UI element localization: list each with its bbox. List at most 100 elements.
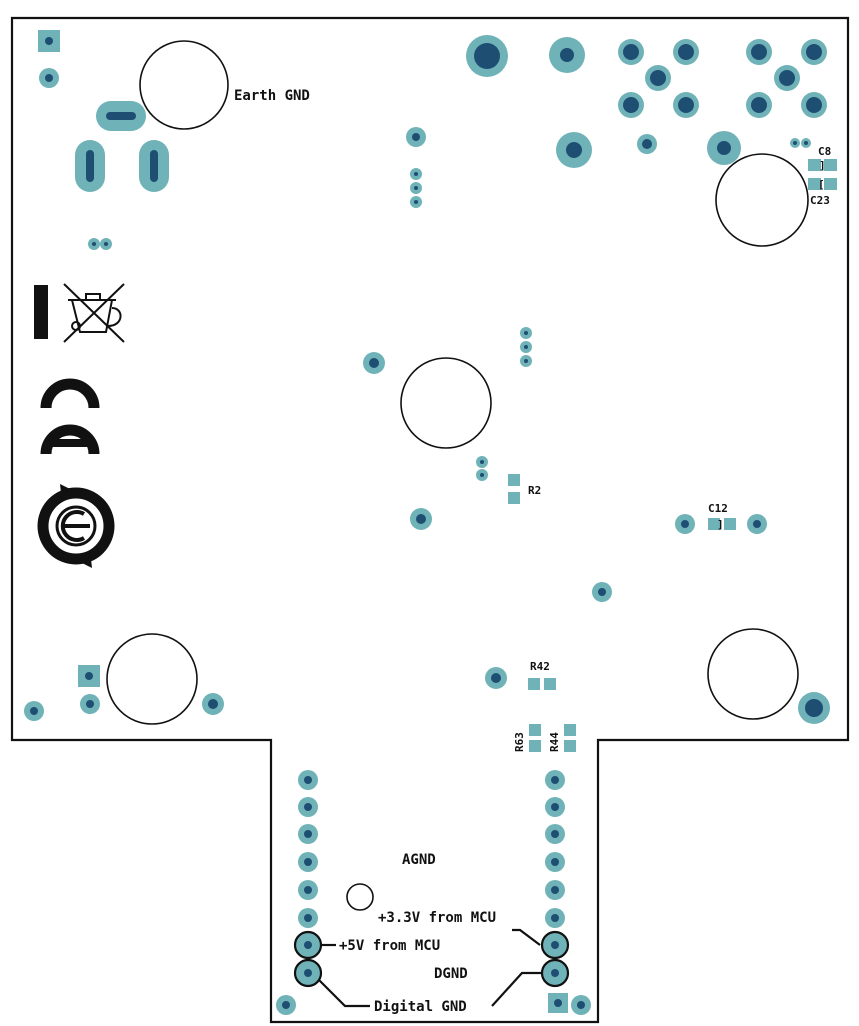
- via-drill: [92, 242, 96, 246]
- round-pads: [24, 35, 830, 1015]
- via-drill: [414, 172, 418, 176]
- label-digital-gnd: Digital GND: [374, 999, 467, 1015]
- label-r44: R44: [548, 732, 561, 752]
- via-drill: [104, 242, 108, 246]
- label-agnd: AGND: [402, 852, 436, 868]
- recycling-e-icon: [37, 484, 115, 568]
- mounting-hole-small: [346, 883, 374, 911]
- via-drill: [524, 345, 528, 349]
- c12-marker: ]: [717, 518, 724, 531]
- r42-pad: [544, 678, 556, 690]
- via-drill: [717, 141, 731, 155]
- via-drill: [45, 74, 53, 82]
- pad-drill: [85, 672, 93, 680]
- via-drill: [412, 133, 420, 141]
- via-drill: [681, 520, 689, 528]
- via-drill: [551, 914, 559, 922]
- pin-drill: [551, 941, 559, 949]
- via-drill: [806, 97, 822, 113]
- c8-pad: [824, 159, 837, 171]
- r2-pad: [508, 492, 520, 504]
- via-drill: [678, 97, 694, 113]
- label-c8: C8: [818, 145, 831, 158]
- via-drill: [416, 514, 426, 524]
- via-drill: [30, 707, 38, 715]
- via-drill: [642, 139, 652, 149]
- square-pads: [38, 30, 568, 1013]
- mounting-hole-bottom-right: [707, 628, 799, 720]
- via-drill: [678, 44, 694, 60]
- r44-pad: [564, 724, 576, 736]
- label-r2: R2: [528, 484, 541, 497]
- ce-mark-icon: [40, 378, 100, 455]
- via-drill: [805, 699, 823, 717]
- r63-pad: [529, 724, 541, 736]
- via-drill: [480, 473, 484, 477]
- via-drill: [304, 886, 312, 894]
- c23-marker: [: [818, 178, 825, 191]
- via-drill: [551, 776, 559, 784]
- label-r63: R63: [513, 732, 526, 752]
- via-drill: [751, 44, 767, 60]
- via-drill: [598, 588, 606, 596]
- label-r42: R42: [530, 660, 550, 673]
- via-drill: [414, 200, 418, 204]
- via-drill: [551, 830, 559, 838]
- via-drill: [753, 520, 761, 528]
- via-drill: [566, 142, 582, 158]
- via-drill: [751, 97, 767, 113]
- via-drill: [304, 914, 312, 922]
- pin-drill: [304, 969, 312, 977]
- via-drill: [304, 803, 312, 811]
- oval-pad-drill: [150, 150, 158, 182]
- via-drill: [480, 460, 484, 464]
- pin-drill: [551, 969, 559, 977]
- mounting-hole-center: [400, 357, 492, 449]
- via-drill: [369, 358, 379, 368]
- mounting-hole-top-left: [139, 40, 229, 130]
- label-dgnd: DGND: [434, 966, 468, 982]
- via-drill: [779, 70, 795, 86]
- c12-pad: [724, 518, 736, 530]
- via-drill: [551, 886, 559, 894]
- highlighted-header-pins: [293, 930, 570, 988]
- label-c12: C12: [708, 502, 728, 515]
- via-drill: [474, 43, 500, 69]
- oval-pad-drill: [86, 150, 94, 182]
- c12-pad: [708, 518, 720, 530]
- via-drill: [208, 699, 218, 709]
- via-drill: [623, 97, 639, 113]
- r42-pad: [528, 678, 540, 690]
- via-drill: [577, 1001, 585, 1009]
- c8-pad: [808, 159, 821, 171]
- via-drill: [560, 48, 574, 62]
- via-drill: [551, 803, 559, 811]
- mounting-hole-bottom-left: [106, 633, 198, 725]
- via-drill: [623, 44, 639, 60]
- via-drill: [806, 44, 822, 60]
- smd-pads: ] [ ]: [508, 159, 837, 752]
- via-drill: [414, 186, 418, 190]
- leader-3v3: [512, 928, 541, 946]
- via-drill: [524, 359, 528, 363]
- via-drill: [86, 700, 94, 708]
- via-drill: [491, 673, 501, 683]
- label-5v-from-mcu: +5V from MCU: [339, 938, 440, 954]
- leader-lines: [318, 928, 542, 1008]
- label-earth-gnd: Earth GND: [234, 88, 310, 104]
- c8-marker: ]: [819, 159, 826, 172]
- mounting-hole-top-right: [715, 153, 809, 247]
- via-drill: [282, 1001, 290, 1009]
- earth-connector-pads: [75, 101, 169, 192]
- via-drill: [304, 776, 312, 784]
- mounting-holes: [106, 40, 809, 911]
- label-3v3-from-mcu: +3.3V from MCU: [378, 910, 496, 926]
- pad-drill: [45, 37, 53, 45]
- via-drill: [793, 141, 797, 145]
- r44-pad: [564, 740, 576, 752]
- via-drill: [551, 858, 559, 866]
- via-drill: [524, 331, 528, 335]
- via-drill: [304, 858, 312, 866]
- pad-drill: [554, 999, 562, 1007]
